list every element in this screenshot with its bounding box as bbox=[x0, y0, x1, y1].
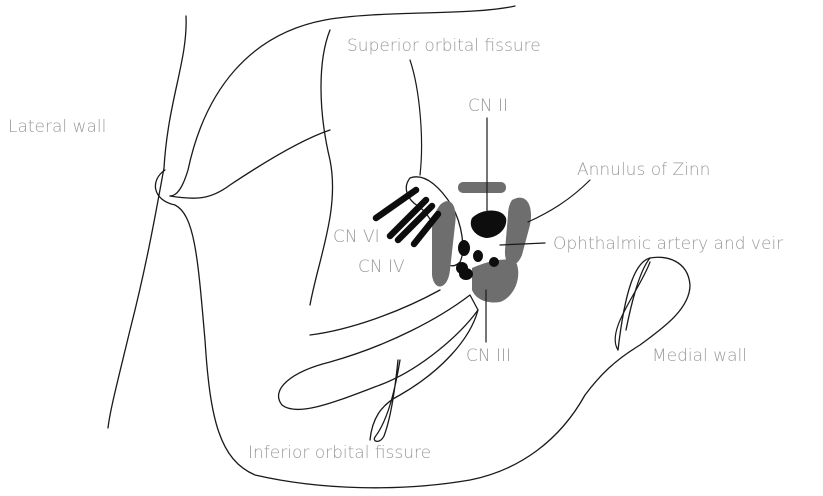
cone-line bbox=[310, 290, 440, 335]
leader-annulus-of-zinn bbox=[528, 180, 590, 222]
lateral-bulge bbox=[170, 130, 330, 198]
cn-iii-label: CN III bbox=[466, 346, 511, 366]
cn-iii-dot-5 bbox=[459, 268, 473, 280]
cn-iii-dot-2 bbox=[473, 250, 483, 262]
inferior-orbital-fissure-outline bbox=[279, 295, 478, 409]
cn-iii-dot-4 bbox=[489, 257, 499, 267]
medial-wall-label: Medial wall bbox=[652, 346, 747, 366]
annulus-of-zinn-label: Annulus of Zinn bbox=[577, 160, 710, 180]
leader-superior-orbital-fissure bbox=[410, 60, 422, 175]
annulus-superior bbox=[458, 182, 506, 193]
ophthalmic-artery-and-vein-label: Ophthalmic artery and veir bbox=[553, 234, 783, 254]
inner-lateral-curve bbox=[310, 30, 333, 305]
cn-vi-label: CN VI bbox=[333, 227, 380, 247]
inferior-fissure-strand bbox=[374, 360, 400, 441]
zygoma-ridge bbox=[170, 6, 515, 196]
cn-iv-label: CN IV bbox=[358, 257, 405, 277]
leader-medial-wall bbox=[615, 262, 650, 350]
annulus-medial bbox=[505, 198, 531, 265]
cn-ii-optic-nerve bbox=[471, 211, 506, 239]
cn-ii-label: CN II bbox=[468, 96, 508, 116]
superior-orbital-fissure-label: Superior orbital fissure bbox=[347, 36, 541, 56]
cn-iii-dot-1 bbox=[458, 240, 470, 256]
lateral-wall-label: Lateral wall bbox=[8, 117, 106, 137]
inferior-orbital-fissure-label: Inferior orbital fissure bbox=[248, 443, 431, 463]
lateral-wall-outline bbox=[108, 16, 186, 428]
